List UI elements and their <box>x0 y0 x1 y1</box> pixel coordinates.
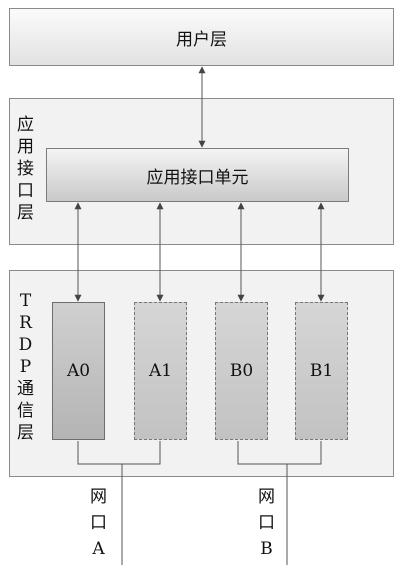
trdp-char-2: R <box>19 313 32 333</box>
queue-b1-label: B1 <box>309 361 334 381</box>
trdp-char-7: 层 <box>17 423 34 443</box>
port-a-char-2: 口 <box>90 513 107 533</box>
queue-a1-box: A1 <box>134 302 187 440</box>
port-b-label: 网 口 B <box>258 484 275 562</box>
queue-b0-label: B0 <box>229 361 254 381</box>
app-interface-layer-label: 应 用 接 口 层 <box>17 114 34 224</box>
trdp-char-5: 通 <box>17 379 34 399</box>
app-layer-char-1: 应 <box>17 115 34 135</box>
app-layer-char-2: 用 <box>17 137 34 157</box>
port-a-char-1: 网 <box>90 487 107 507</box>
port-b-char-1: 网 <box>258 487 275 507</box>
bus-a <box>77 441 161 465</box>
user-layer-label: 用户层 <box>176 29 227 50</box>
trdp-char-6: 信 <box>17 401 34 421</box>
queue-b1-box: B1 <box>295 302 348 440</box>
trdp-char-1: T <box>19 291 32 311</box>
port-b-char-2: 口 <box>258 513 275 533</box>
trdp-layer-label: T R D P 通 信 层 <box>17 290 34 444</box>
app-interface-unit-label: 应用接口单元 <box>146 167 249 188</box>
queue-b0-box: B0 <box>215 302 268 440</box>
port-b-char-3: B <box>260 539 273 559</box>
app-interface-unit-box: 应用接口单元 <box>46 148 349 202</box>
app-layer-char-5: 层 <box>17 203 34 223</box>
queue-a0-box: A0 <box>52 302 105 440</box>
bus-b <box>237 441 322 465</box>
app-layer-char-3: 接 <box>17 159 34 179</box>
trdp-char-3: D <box>18 335 33 355</box>
trdp-char-4: P <box>19 357 32 377</box>
user-layer-box: 用户层 <box>9 8 394 66</box>
queue-a0-label: A0 <box>66 361 91 381</box>
app-layer-char-4: 口 <box>17 181 34 201</box>
port-a-char-3: A <box>92 539 105 559</box>
port-a-label: 网 口 A <box>90 484 107 562</box>
queue-a1-label: A1 <box>148 361 173 381</box>
